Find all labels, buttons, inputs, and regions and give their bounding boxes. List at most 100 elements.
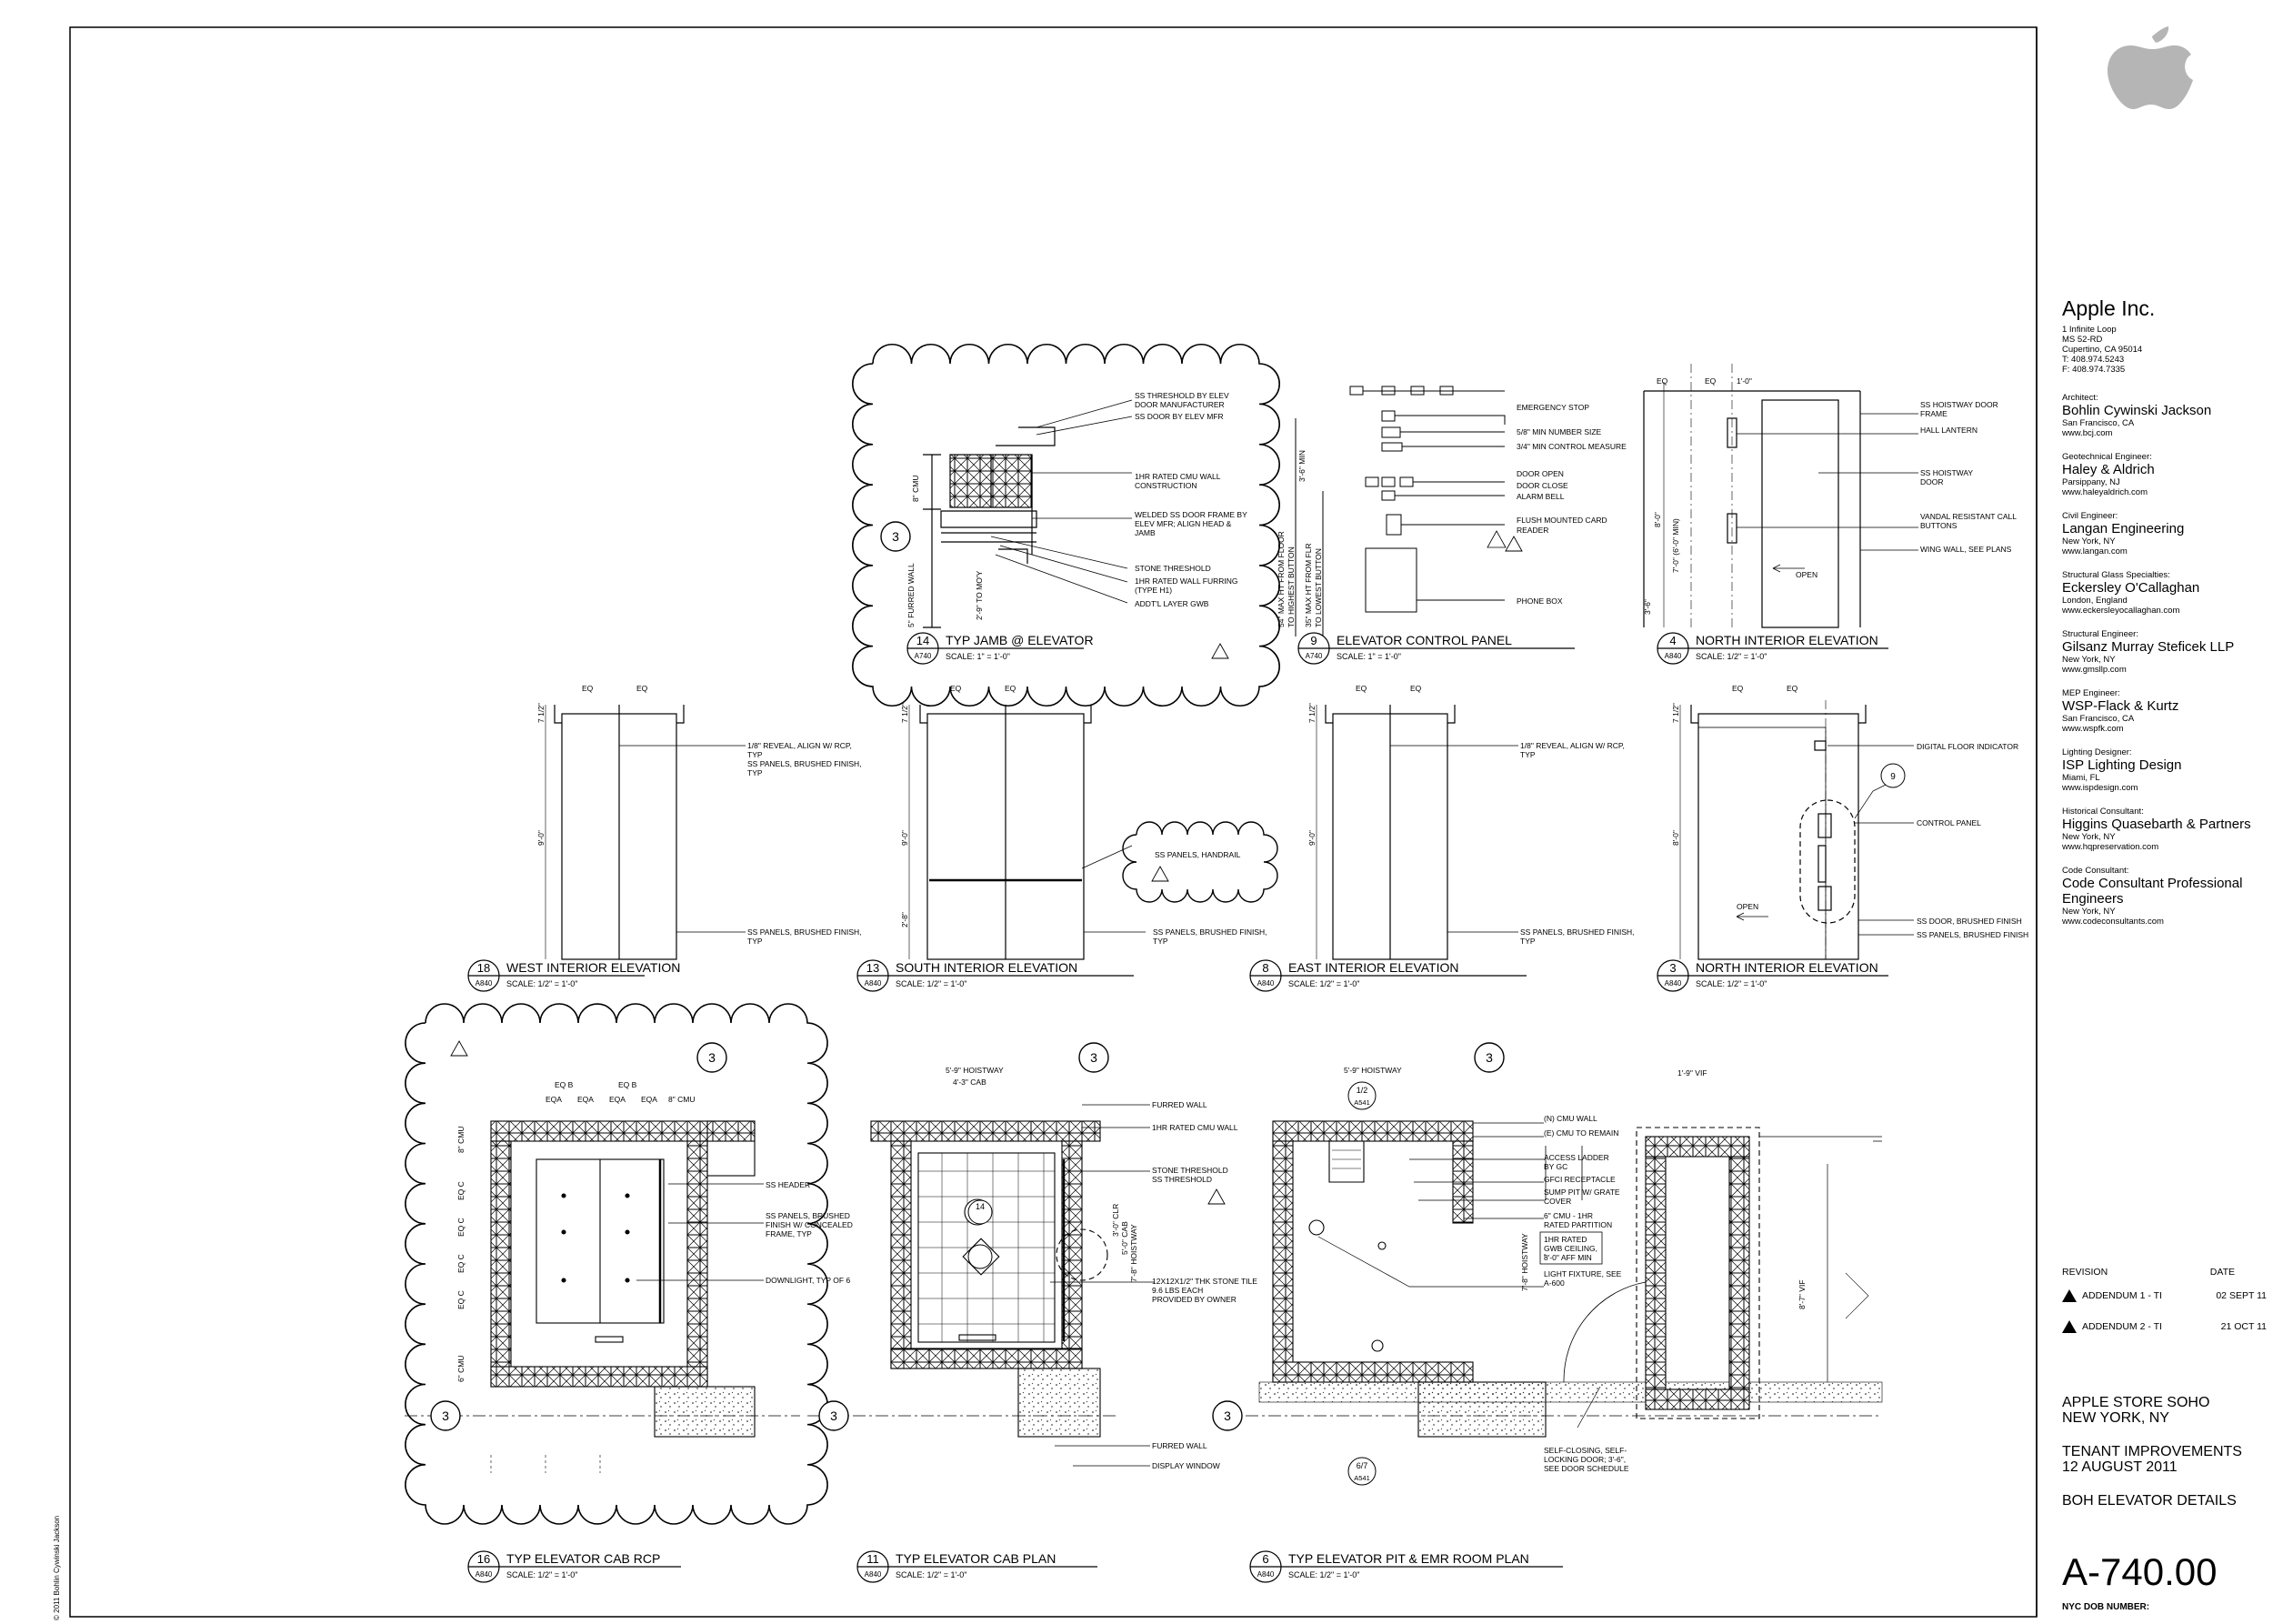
north4-note: HALL LANTERN (1920, 426, 1978, 435)
rcp-dim: EQ B (618, 1080, 637, 1089)
consultant-detail: www.eckersleyocallaghan.com (2062, 606, 2180, 616)
rcp-dim: EQ C (456, 1218, 466, 1237)
panel-dim: 3'-6" MIN (1297, 450, 1307, 482)
rcp-note: SS PANELS, BRUSHED (766, 1211, 850, 1220)
panel-note: READER (1517, 526, 1548, 535)
north4-note: DOOR (1920, 477, 1944, 486)
elevation-dim: EQ (950, 684, 962, 693)
revision-delta-icon (450, 1040, 468, 1057)
elevation-dim: 2'-8" (900, 912, 909, 927)
callout-number: 14 (976, 1202, 985, 1211)
section-ref-number: 6/7 (1357, 1461, 1368, 1470)
jamb-note: WELDED SS DOOR FRAME BY (1135, 510, 1247, 519)
pit-note: GWB CEILING, (1544, 1244, 1597, 1253)
north4-note: FRAME (1920, 409, 1948, 418)
consultant-role: Civil Engineer: (2062, 511, 2118, 521)
consultant-role: MEP Engineer: (2062, 688, 2120, 698)
jamb-note: 1HR RATED CMU WALL (1135, 472, 1221, 481)
detail-14-jamb (852, 343, 1280, 707)
rcp-dim: EQ C (456, 1290, 466, 1309)
address-line: T: 408.974.5243 (2062, 355, 2125, 365)
cabplan-dim: 4'-3" CAB (953, 1078, 986, 1087)
pit-note: 1HR RATED (1544, 1235, 1587, 1244)
detail-scale-text: SCALE: 1/2" = 1'-0" (1696, 979, 1767, 988)
ceiling-note-box (1539, 1231, 1603, 1265)
cabplan-note: PROVIDED BY OWNER (1152, 1295, 1237, 1304)
consultant-role: Geotechnical Engineer: (2062, 452, 2152, 462)
rcp-dim: EQA (609, 1095, 626, 1104)
panel-note: DOOR OPEN (1517, 469, 1564, 478)
detail-title-text: ELEVATOR CONTROL PANEL (1337, 633, 1512, 647)
detail-title-text: TYP ELEVATOR CAB RCP (506, 1551, 660, 1566)
jamb-note: ADDT'L LAYER GWB (1135, 599, 1209, 608)
consultant-firm: Haley & Aldrich (2062, 462, 2155, 477)
consultant-detail: www.hqpreservation.com (2062, 842, 2159, 852)
east-note: TYP (1520, 750, 1536, 759)
rcp-note: DOWNLIGHT, TYP OF 6 (766, 1276, 850, 1285)
section-marker-number: 3 (708, 1050, 716, 1065)
pit-note: SELF-CLOSING, SELF- (1544, 1446, 1627, 1455)
section-marker (1078, 1042, 1109, 1073)
detail-number: 9 (1310, 634, 1317, 647)
panel-note: EMERGENCY STOP (1517, 403, 1589, 412)
west-note: TYP (747, 937, 763, 946)
elevation-dim: 8'-0" (1671, 830, 1680, 846)
pit-note: BY GC (1544, 1162, 1567, 1171)
dob-number-label: NYC DOB NUMBER: (2062, 1602, 2150, 1612)
callout-number: 9 (1890, 772, 1896, 782)
address-line: Cupertino, CA 95014 (2062, 345, 2143, 355)
west-note: TYP (747, 750, 763, 759)
detail-number: 8 (1262, 961, 1268, 975)
revision-delta-icon (2062, 1289, 2077, 1302)
north4-dim: EQ (1705, 376, 1717, 386)
elevation-dim: EQ (582, 684, 594, 693)
rcp-dim: 8" CMU (456, 1127, 466, 1153)
pit-dim: 8'-7" VIF (1797, 1279, 1807, 1309)
cabplan-dim: 5'-9" HOISTWAY (946, 1066, 1004, 1075)
issue-date: 12 AUGUST 2011 (2062, 1459, 2178, 1475)
pit-note: 8'-0" AFF MIN (1544, 1253, 1592, 1262)
date-header: DATE (2209, 1267, 2235, 1278)
section-marker (880, 521, 911, 552)
north4-note: VANDAL RESISTANT CALL (1920, 512, 2017, 521)
detail-sheet-ref: A840 (865, 1570, 882, 1579)
consultant-firm: Eckersley O'Callaghan (2062, 580, 2200, 596)
section-ref-number: 1/2 (1357, 1086, 1368, 1095)
panel-note: ALARM BELL (1517, 492, 1565, 501)
detail-number: 6 (1262, 1552, 1268, 1566)
north4-dim: 1'-0" (1737, 376, 1752, 386)
revision-delta-icon (1151, 866, 1169, 882)
north4-dim: EQ (1657, 376, 1668, 386)
detail-sheet-ref: A840 (865, 979, 882, 987)
consultant-firm: WSP-Flack & Kurtz (2062, 698, 2179, 714)
revision-delta-icon (1505, 536, 1523, 552)
revision-table: REVISION DATE ADDENDUM 1 - TI 02 SEPT 11… (2062, 1264, 2267, 1342)
elevation-dim: EQ (1787, 684, 1798, 693)
jamb-note: 1HR RATED WALL FURRING (1135, 576, 1238, 586)
pit-note: SEE DOOR SCHEDULE (1544, 1464, 1629, 1473)
panel-note: DOOR CLOSE (1517, 481, 1568, 490)
cabplan-dim: 5'-0" CAB (1120, 1221, 1129, 1255)
revision-date: 02 SEPT 11 (2216, 1290, 2267, 1301)
elevation-dim: 7 1/2" (1671, 703, 1680, 723)
detail-sheet-ref: A840 (1665, 652, 1682, 660)
detail-scale-text: SCALE: 1/2" = 1'-0" (506, 979, 577, 988)
detail-sheet-ref: A840 (1257, 979, 1275, 987)
north4-note: OPEN (1796, 570, 1817, 579)
section-ref-bubble (1347, 1457, 1377, 1486)
detail-scale-text: SCALE: 1/2" = 1'-0" (896, 1570, 966, 1579)
section-marker (818, 1400, 849, 1431)
detail-title-text: SOUTH INTERIOR ELEVATION (896, 960, 1077, 975)
detail-11-cab-plan (807, 1104, 1155, 1467)
jamb-dim: 5" FURRED WALL (906, 563, 916, 627)
detail-title-text: WEST INTERIOR ELEVATION (506, 960, 680, 975)
consultant-detail: San Francisco, CA (2062, 714, 2135, 724)
west-note: TYP (747, 768, 763, 777)
jamb-note: SS DOOR BY ELEV MFR (1135, 412, 1224, 421)
